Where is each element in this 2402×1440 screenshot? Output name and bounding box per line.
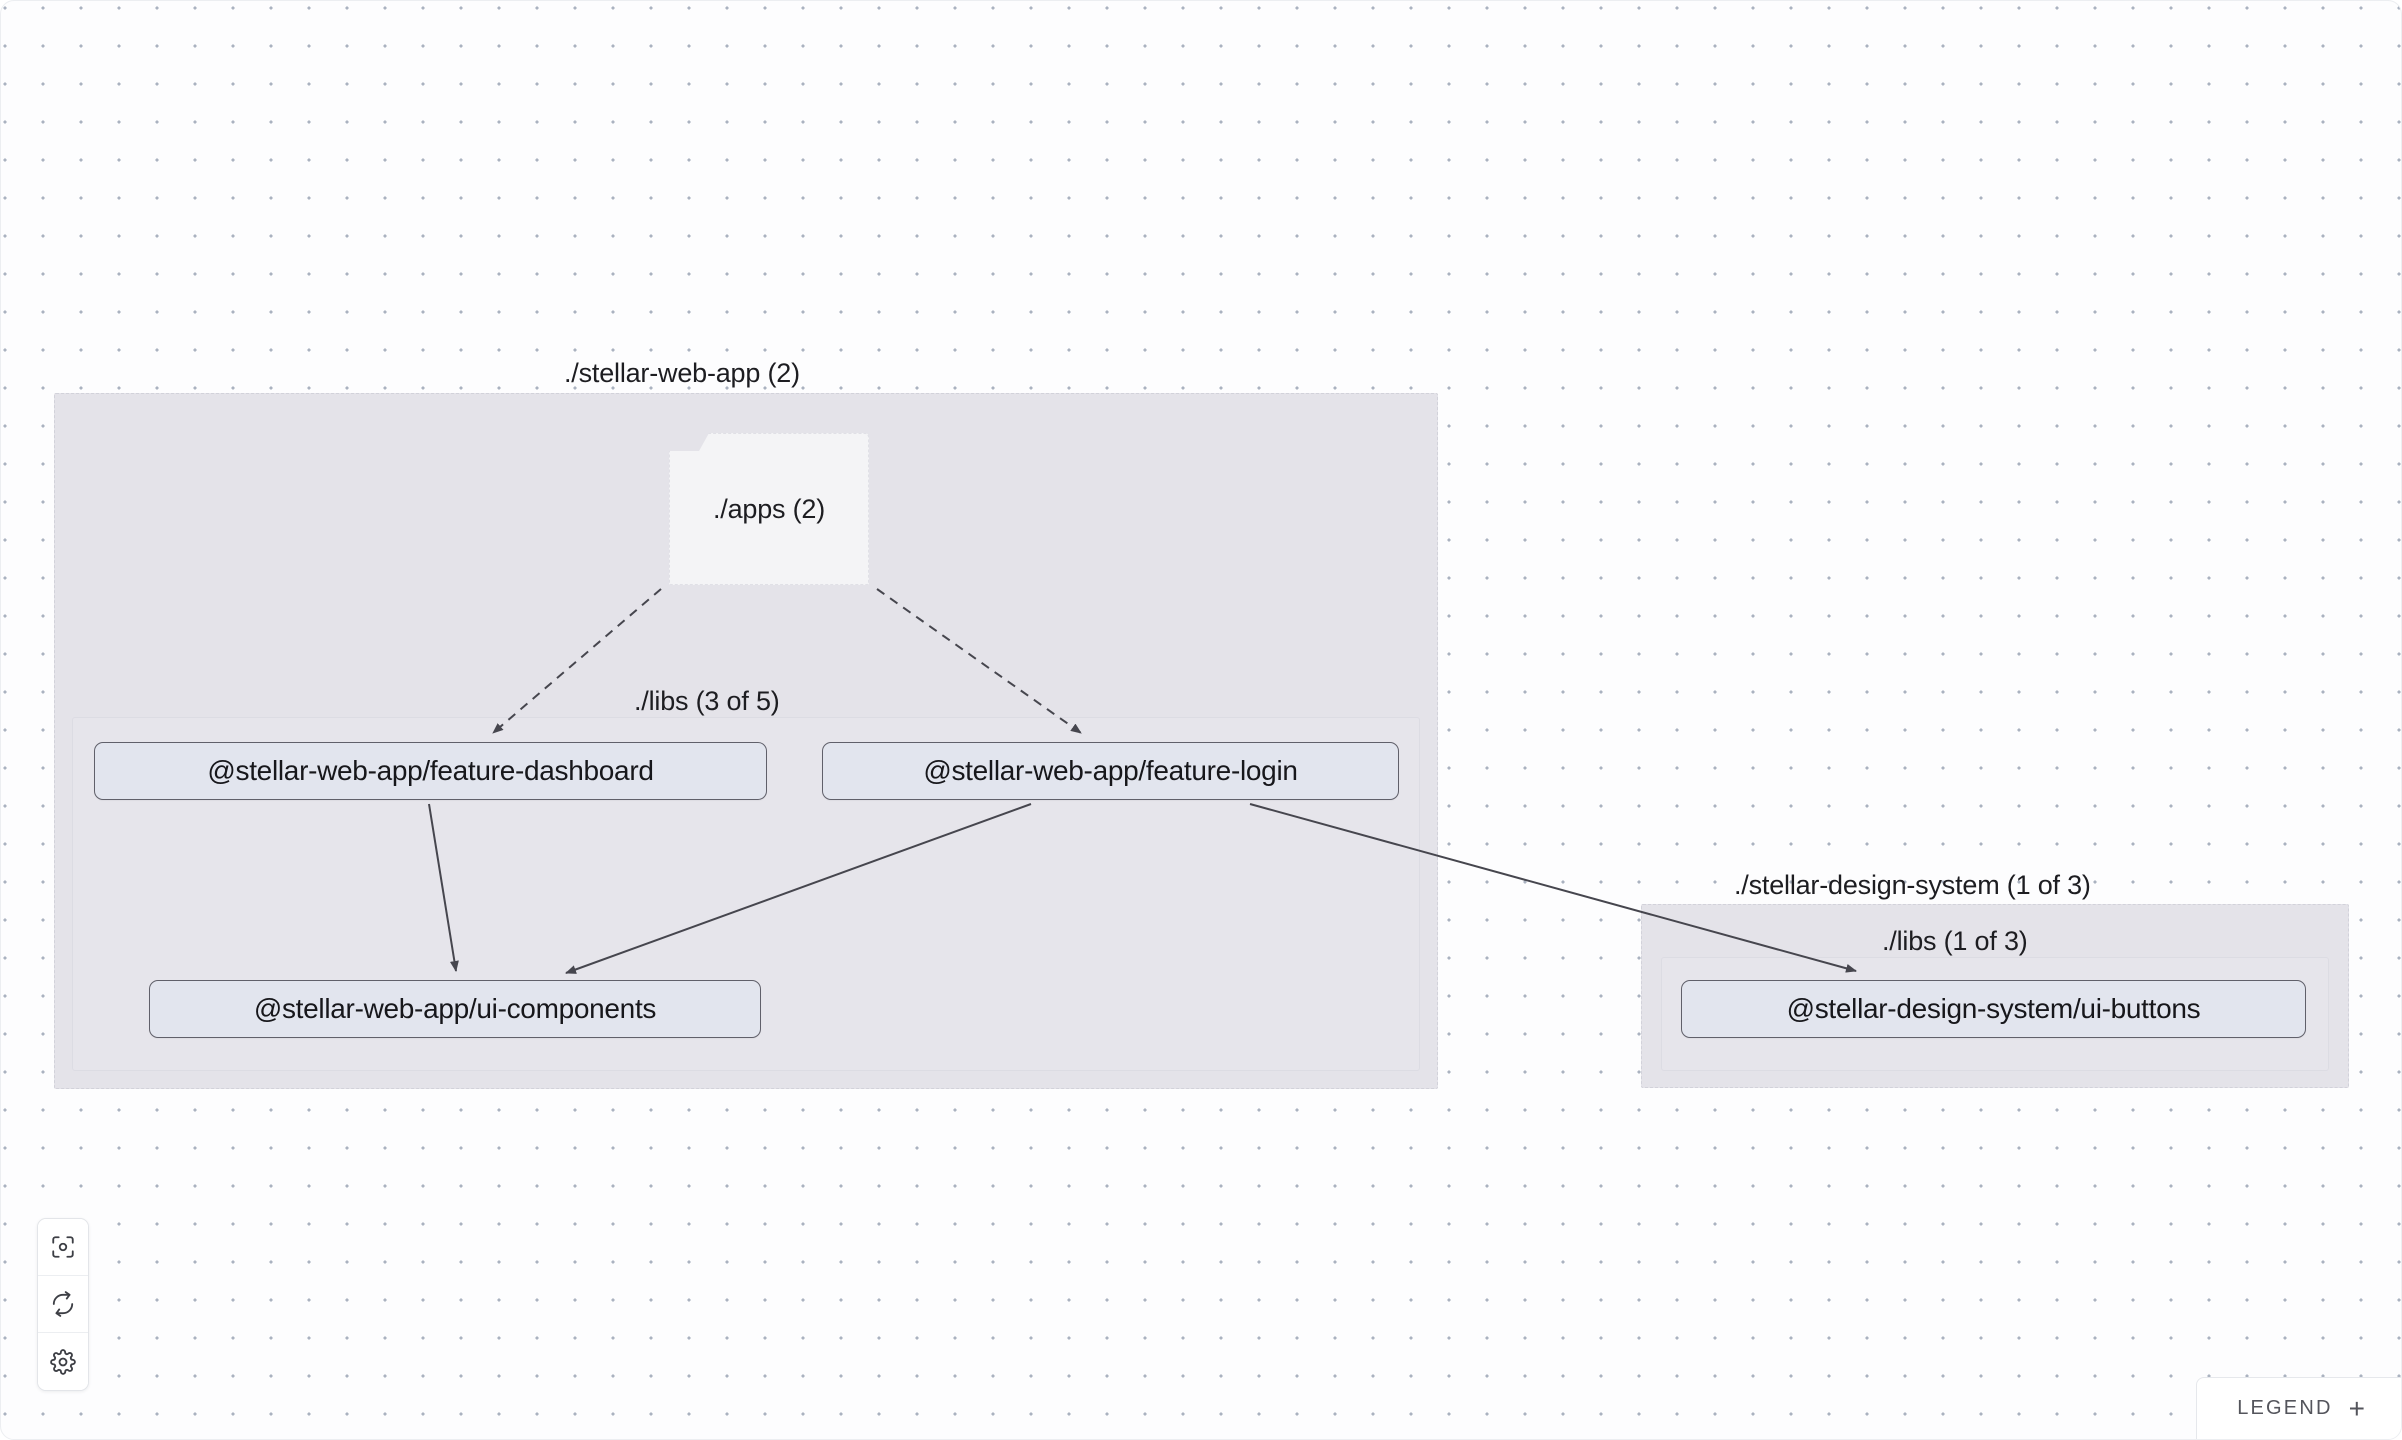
lib-node-ui-components-label: @stellar-web-app/ui-components — [253, 993, 657, 1024]
lib-node-feature-dashboard[interactable]: @stellar-web-app/feature-dashboard — [94, 742, 767, 800]
folder-node-apps-label: ./apps (2) — [712, 493, 826, 524]
lib-node-feature-login[interactable]: @stellar-web-app/feature-login — [822, 742, 1399, 800]
lib-node-ui-buttons[interactable]: @stellar-design-system/ui-buttons — [1681, 980, 2306, 1038]
settings-button[interactable] — [38, 1333, 88, 1390]
dir-label-libs: ./libs (3 of 5) — [634, 686, 780, 716]
lib-node-feature-login-label: @stellar-web-app/feature-login — [923, 755, 1298, 786]
refresh-icon — [50, 1291, 76, 1317]
canvas-toolbar[interactable] — [37, 1218, 89, 1391]
project-label-stellar-design-system: ./stellar-design-system (1 of 3) — [1734, 870, 2091, 900]
focus-graph-button[interactable] — [38, 1219, 88, 1276]
folder-node-apps[interactable]: ./apps (2) — [669, 433, 869, 585]
plus-icon: + — [2348, 1392, 2365, 1424]
focus-target-icon — [50, 1234, 76, 1260]
lib-node-feature-dashboard-label: @stellar-web-app/feature-dashboard — [207, 755, 654, 786]
gear-icon — [50, 1348, 76, 1375]
project-label-stellar-web-app: ./stellar-web-app (2) — [564, 358, 800, 388]
legend-label: LEGEND — [2237, 1397, 2333, 1419]
refresh-button[interactable] — [38, 1276, 88, 1333]
dir-label-ds-libs: ./libs (1 of 3) — [1882, 926, 2028, 956]
lib-node-ui-components[interactable]: @stellar-web-app/ui-components — [149, 980, 761, 1038]
legend-toggle-button[interactable]: LEGEND + — [2196, 1377, 2401, 1439]
lib-node-ui-buttons-label: @stellar-design-system/ui-buttons — [1786, 993, 2201, 1024]
